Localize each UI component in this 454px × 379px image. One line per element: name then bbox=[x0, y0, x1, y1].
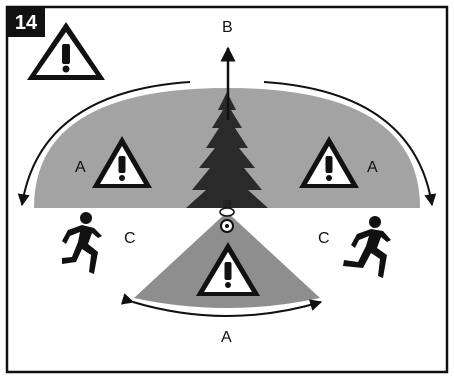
label-c-right: C bbox=[318, 230, 330, 247]
person-running-icon bbox=[62, 212, 102, 274]
label-a-bottom: A bbox=[221, 329, 232, 346]
stump-marker bbox=[220, 208, 234, 216]
figure-number: 14 bbox=[15, 12, 38, 34]
label-c-left: C bbox=[124, 230, 136, 247]
label-b-top: B bbox=[222, 19, 233, 36]
label-a-left: A bbox=[75, 159, 86, 176]
label-a-right: A bbox=[367, 159, 378, 176]
person-running-icon bbox=[343, 216, 391, 278]
